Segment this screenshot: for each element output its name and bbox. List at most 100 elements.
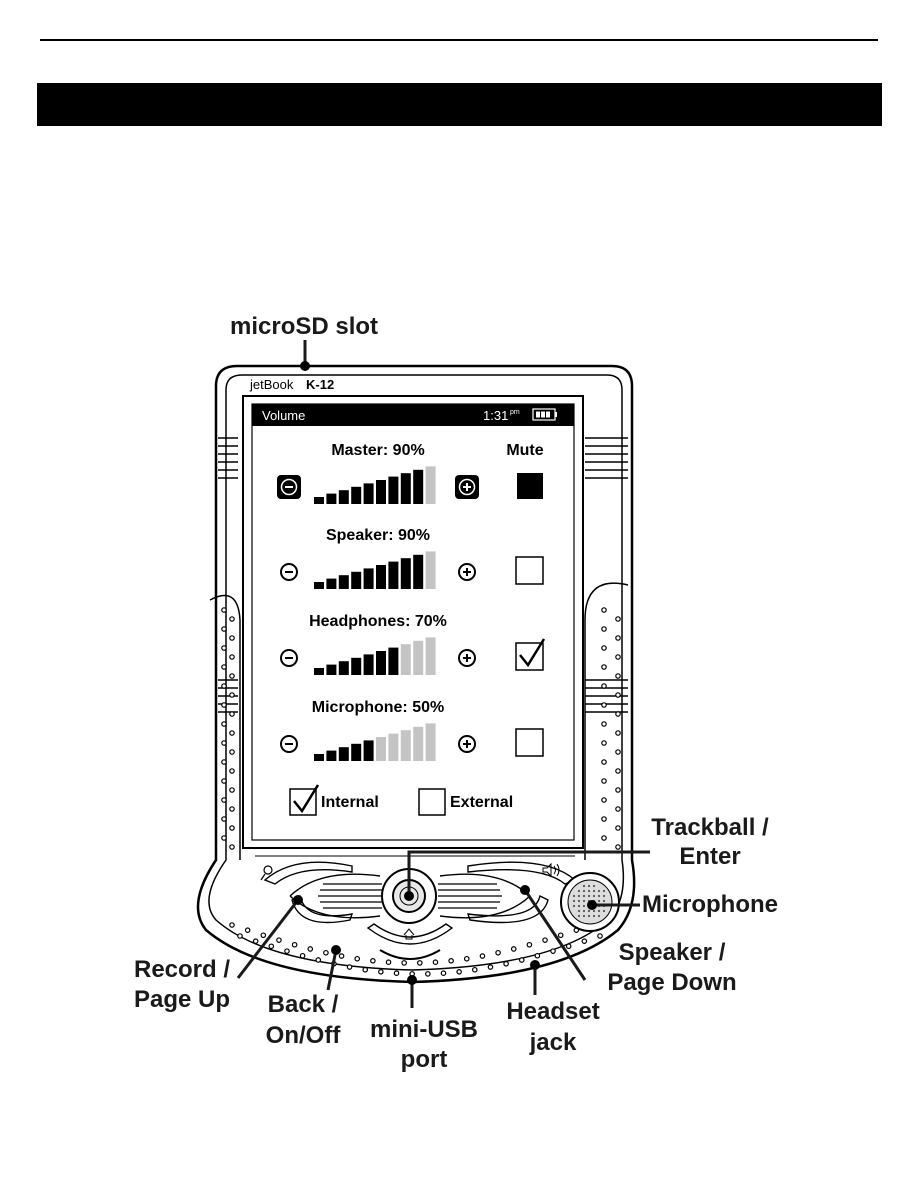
internal-label: Internal (321, 794, 379, 811)
brand-name: jetBook (249, 377, 294, 392)
status-bar (252, 404, 574, 426)
volume-bar (314, 668, 324, 675)
internal-option[interactable]: Internal (289, 784, 379, 816)
record-label-1: Record / (134, 956, 230, 983)
volume-bar (400, 644, 411, 675)
volume-bar (413, 469, 424, 504)
speaker-button[interactable] (467, 861, 577, 885)
volume-bar (338, 661, 349, 675)
back-button[interactable] (366, 923, 454, 945)
volume-bar (400, 730, 411, 761)
volume-control: Speaker: 90% (280, 527, 544, 589)
volume-control: Master: 90% (277, 442, 543, 504)
volume-bar (388, 561, 399, 589)
trackball-label-1: Trackball / (651, 814, 769, 841)
headset-label-2: jack (529, 1029, 577, 1056)
volume-bar (425, 723, 436, 761)
external-option[interactable]: External (418, 788, 513, 816)
volume-bar (400, 473, 411, 504)
volume-bar (363, 654, 374, 675)
speaker-label-2: Page Down (607, 969, 736, 996)
volume-bar (314, 754, 324, 761)
volume-bar (363, 568, 374, 589)
volume-control: Headphones: 70% (280, 613, 546, 675)
volume-up-button[interactable] (458, 563, 476, 581)
volume-down-button[interactable] (280, 649, 298, 667)
volume-bar (425, 551, 436, 589)
volume-bar (376, 737, 386, 761)
microphone-small-icon (260, 865, 273, 881)
home-icon (403, 928, 415, 940)
mute-checkbox[interactable] (515, 728, 544, 757)
microphone-label: Microphone (642, 891, 778, 918)
volume-bar (388, 647, 399, 675)
model-name: K-12 (306, 377, 334, 392)
clock-ampm: pm (510, 409, 520, 416)
volume-bar (376, 480, 386, 504)
mute-checkbox[interactable] (515, 638, 546, 671)
volume-bar (376, 651, 386, 675)
trackball-label-2: Enter (679, 843, 740, 870)
volume-bar (326, 750, 337, 761)
screen-title: Volume (262, 408, 305, 423)
external-checkbox[interactable] (418, 788, 446, 816)
volume-bar (351, 743, 362, 761)
back-label-2: On/Off (266, 1022, 342, 1049)
volume-control: Microphone: 50% (280, 699, 544, 761)
volume-bar (326, 493, 337, 504)
usb-label-1: mini-USB (370, 1016, 478, 1043)
volume-bar (338, 747, 349, 761)
volume-bar (388, 476, 399, 504)
microsd-label: microSD slot (230, 313, 378, 340)
volume-down-button[interactable] (277, 475, 301, 499)
volume-bar (363, 740, 374, 761)
top-rule (40, 39, 878, 41)
volume-down-button[interactable] (280, 563, 298, 581)
volume-bar (314, 582, 324, 589)
volume-label: Master: 90% (331, 442, 424, 459)
volume-up-button[interactable] (458, 649, 476, 667)
clock-time: 1:31 (483, 408, 508, 423)
callout-leaders (236, 340, 650, 1008)
screen: Volume 1:31 pm Mute Master: 90% Speaker: … (242, 395, 584, 849)
volume-bar (376, 565, 386, 589)
volume-bar (326, 578, 337, 589)
volume-label: Headphones: 70% (309, 613, 447, 630)
volume-bar (425, 637, 436, 675)
external-label: External (450, 794, 513, 811)
volume-bar (314, 497, 324, 504)
back-label-1: Back / (268, 991, 339, 1018)
volume-bar (326, 664, 337, 675)
volume-bar (413, 554, 424, 589)
record-button[interactable] (263, 861, 353, 885)
volume-bar (363, 483, 374, 504)
volume-bar (338, 575, 349, 589)
volume-down-button[interactable] (280, 735, 298, 753)
volume-bar (413, 726, 424, 761)
volume-bar (338, 490, 349, 504)
volume-label: Microphone: 50% (312, 699, 444, 716)
volume-bar (400, 558, 411, 589)
mute-checkbox[interactable] (515, 556, 544, 585)
speaker-small-icon (542, 862, 560, 878)
volume-label: Speaker: 90% (326, 527, 430, 544)
record-label-2: Page Up (134, 986, 230, 1013)
check-icon (519, 638, 546, 668)
mute-label: Mute (506, 442, 543, 459)
mute-checkbox[interactable] (517, 473, 543, 499)
section-header-bar (37, 83, 882, 126)
volume-bar (351, 657, 362, 675)
volume-bar (388, 733, 399, 761)
speaker-label-1: Speaker / (619, 939, 726, 966)
battery-icon (532, 408, 557, 421)
volume-bar (413, 640, 424, 675)
headset-label-1: Headset (506, 998, 599, 1025)
volume-bar (425, 466, 436, 504)
volume-bar (351, 486, 362, 504)
usb-label-2: port (401, 1046, 448, 1073)
volume-up-button[interactable] (458, 735, 476, 753)
volume-bar (351, 571, 362, 589)
check-icon (293, 784, 320, 814)
volume-up-button[interactable] (455, 475, 479, 499)
